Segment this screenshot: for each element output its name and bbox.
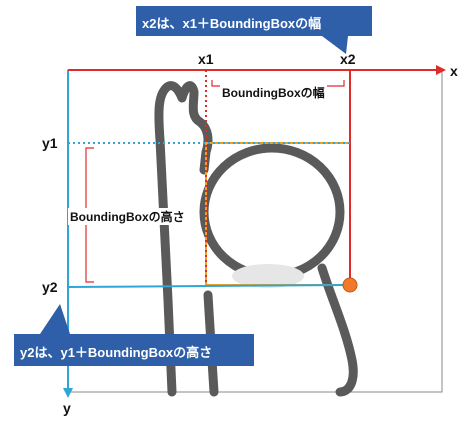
x-axis-arrow — [436, 65, 446, 75]
y-axis-label: y — [63, 400, 71, 416]
bottom-callout-text: y2は、y1＋BoundingBoxの高さ — [20, 345, 213, 360]
x2-label: x2 — [340, 51, 356, 67]
width-brace-label: BoundingBoxの幅 — [220, 84, 327, 101]
bottom-callout-shape — [14, 304, 254, 366]
cheek-shadow — [232, 264, 304, 288]
corner-marker — [342, 277, 358, 293]
x1-label: x1 — [198, 51, 214, 67]
y-axis-arrow — [63, 388, 73, 398]
x-axis-label: x — [450, 63, 458, 79]
y2-label: y2 — [42, 279, 58, 295]
top-callout-shape — [136, 6, 372, 54]
top-callout-text: x2は、x1＋BoundingBoxの幅 — [142, 16, 322, 31]
height-brace-label: BoundingBoxの高さ — [68, 208, 187, 225]
y2-guide — [67, 284, 351, 288]
y1-label: y1 — [42, 135, 58, 151]
